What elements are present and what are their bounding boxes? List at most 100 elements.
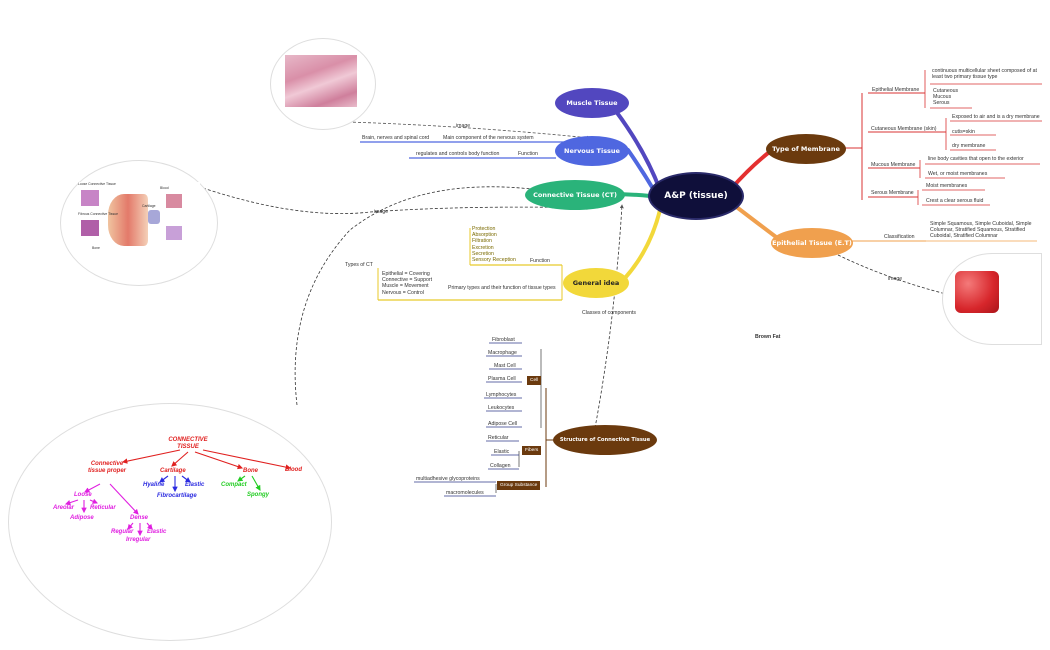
img-label-loose: Loose Connective Tissue: [78, 182, 116, 186]
nervous-image-label: image: [456, 123, 471, 129]
img-label-cartilage: Cartilage: [142, 204, 156, 208]
cell-item[interactable]: Macrophage: [488, 350, 517, 356]
em-types-list: Cutaneous Mucous Serous: [933, 88, 958, 107]
function-item[interactable]: Secretion: [472, 250, 494, 257]
cell-item[interactable]: Mast Cell: [494, 363, 516, 369]
muc-detail-2[interactable]: Wet, or moist membranes: [928, 171, 988, 177]
em-type-item[interactable]: Serous: [933, 100, 950, 107]
line-ct-image: [202, 187, 591, 214]
ct-reticular: Reticular: [90, 505, 116, 511]
type-item[interactable]: Muscle = Movement: [382, 283, 429, 290]
classes-of-components-label: Classes of components: [582, 310, 636, 316]
muscle-micrograph-image[interactable]: [285, 55, 357, 107]
nervous-regulates[interactable]: regulates and controls body function: [416, 151, 500, 157]
ct-blood: Blood: [285, 467, 302, 473]
img-label-bone: Bone: [92, 246, 100, 250]
cutaneous-membrane[interactable]: Cutaneous Membrane (skin): [871, 126, 937, 132]
epithelial-membrane[interactable]: Epithelial Membrane: [872, 87, 920, 93]
mucous-membrane[interactable]: Mucous Membrane: [871, 162, 916, 168]
muscle-tissue-node[interactable]: Muscle Tissue: [555, 88, 629, 118]
fiber-item[interactable]: Reticular: [488, 435, 509, 441]
fiber-item[interactable]: Elastic: [494, 449, 510, 455]
ground-item[interactable]: multiadhesive glycoproteins: [416, 476, 480, 482]
ct-types-label: Types of CT: [345, 262, 373, 268]
muscle-title: Muscle Tissue: [566, 99, 618, 107]
ct-bone: Bone: [243, 468, 258, 474]
line-ct-structure: [594, 204, 624, 429]
em-type-item[interactable]: Cutaneous: [933, 88, 959, 94]
cell-tag[interactable]: Cell: [527, 376, 542, 385]
ground-item[interactable]: macromolecules: [446, 490, 484, 496]
type-item[interactable]: Connective = Support: [382, 277, 433, 284]
ct-cartilage: Cartilage: [160, 468, 186, 474]
general-primary-types[interactable]: Primary types and their function of tiss…: [448, 285, 556, 291]
serous-membrane[interactable]: Serous Membrane: [871, 190, 914, 196]
connective-title: Connective Tissue (CT): [533, 191, 617, 199]
ct-proper: Connective tissue proper: [87, 461, 126, 474]
structure-title: Structure of Connective Tissue: [559, 437, 651, 443]
function-item[interactable]: Sensory Reception: [472, 257, 516, 264]
cell-item[interactable]: Adipose Cell: [488, 421, 518, 427]
structure-ct-node[interactable]: Structure of Connective Tissue: [553, 425, 657, 455]
general-functions-list: Protection Absorption Filtration Excreti…: [472, 226, 516, 263]
ct-fibrocartilage: Fibrocartilage: [157, 493, 197, 499]
ct-irregular: Irregular: [126, 537, 151, 543]
general-function-label[interactable]: Function: [530, 258, 550, 264]
ct-image-label: image: [374, 209, 389, 215]
line-ct-types: [294, 186, 541, 406]
fiber-item[interactable]: Collagen: [490, 463, 511, 469]
connective-tissue-collage-image[interactable]: Loose Connective Tissue Fibrous Connecti…: [78, 182, 200, 254]
type-of-membrane-node[interactable]: Type of Membrane: [766, 134, 846, 164]
img-label-fibrous: Fibrous Connective Tissue: [78, 212, 118, 216]
function-item[interactable]: Absorption: [472, 232, 497, 239]
ct-compact: Compact: [221, 482, 247, 488]
cell-item[interactable]: Plasma Cell: [488, 376, 516, 382]
function-item[interactable]: Excretion: [472, 244, 494, 251]
nervous-main-component[interactable]: Main component of the nervous system: [443, 135, 534, 141]
muc-detail-1[interactable]: line body cavities that open to the exte…: [928, 156, 1024, 162]
em-type-item[interactable]: Mucous: [933, 94, 952, 101]
ser-detail-1[interactable]: Moist membranes: [926, 183, 968, 189]
central-node[interactable]: A&P (tissue): [648, 172, 744, 220]
cell-item[interactable]: Fibroblast: [492, 337, 515, 343]
nervous-brain[interactable]: Brain, nerves and spinal cord: [362, 135, 430, 141]
function-item[interactable]: Filtration: [472, 238, 492, 245]
nervous-title: Nervous Tissue: [564, 147, 620, 155]
general-title: General idea: [572, 279, 620, 287]
fibers-tag[interactable]: Fibers: [522, 446, 542, 455]
et-classification[interactable]: Classification: [884, 234, 915, 240]
ct-spongy: Spongy: [247, 492, 269, 498]
ct-loose: Loose: [74, 492, 92, 498]
cut-detail-3[interactable]: dry membrane: [952, 143, 986, 149]
brown-fat-node[interactable]: Brown Fat: [755, 334, 781, 340]
ct-elastic-c: Elastic: [185, 482, 205, 488]
nervous-function[interactable]: Function: [518, 151, 538, 157]
ct-dense: Dense: [130, 515, 149, 521]
line-et-image: [837, 254, 951, 296]
epithelial-tissue-3d-image[interactable]: [955, 271, 999, 313]
ct-chart-bubble: [8, 403, 332, 641]
connective-tissue-node[interactable]: Connective Tissue (CT): [525, 180, 625, 210]
function-item[interactable]: Protection: [472, 226, 496, 232]
cut-detail-1[interactable]: Exposed to air and is a dry membrane: [952, 114, 1040, 120]
cell-item[interactable]: Lymphocytes: [486, 392, 517, 398]
membrane-title: Type of Membrane: [772, 145, 840, 153]
ct-root: CONNECTIVE TISSUE: [168, 437, 208, 450]
ground-substance-tag[interactable]: Group Substance: [497, 481, 541, 490]
ct-elastic-d: Elastic: [147, 529, 167, 535]
ser-detail-2[interactable]: Crest a clear serous fluid: [926, 198, 984, 204]
cell-item[interactable]: Leukocytes: [488, 405, 515, 411]
nervous-tissue-node[interactable]: Nervous Tissue: [555, 136, 629, 166]
general-types-list: Epithelial = Covering Connective = Suppo…: [382, 271, 432, 296]
ct-regular: Regular: [111, 529, 134, 535]
em-desc[interactable]: continuous multicellular sheet composed …: [932, 68, 1037, 81]
type-item[interactable]: Epithelial = Covering: [382, 271, 430, 277]
general-idea-node[interactable]: General idea: [563, 268, 629, 298]
type-item[interactable]: Nervous = Control: [382, 289, 424, 296]
epithelial-title: Epithelial Tissue (E.T): [772, 239, 852, 247]
et-class-text[interactable]: Simple Squamous, Simple Cuboidal, Simple…: [930, 221, 1032, 240]
cut-detail-2[interactable]: cutis=skin: [952, 129, 975, 135]
line-nervous-image: [347, 121, 591, 140]
epithelial-tissue-node[interactable]: Epithelial Tissue (E.T): [771, 228, 853, 258]
